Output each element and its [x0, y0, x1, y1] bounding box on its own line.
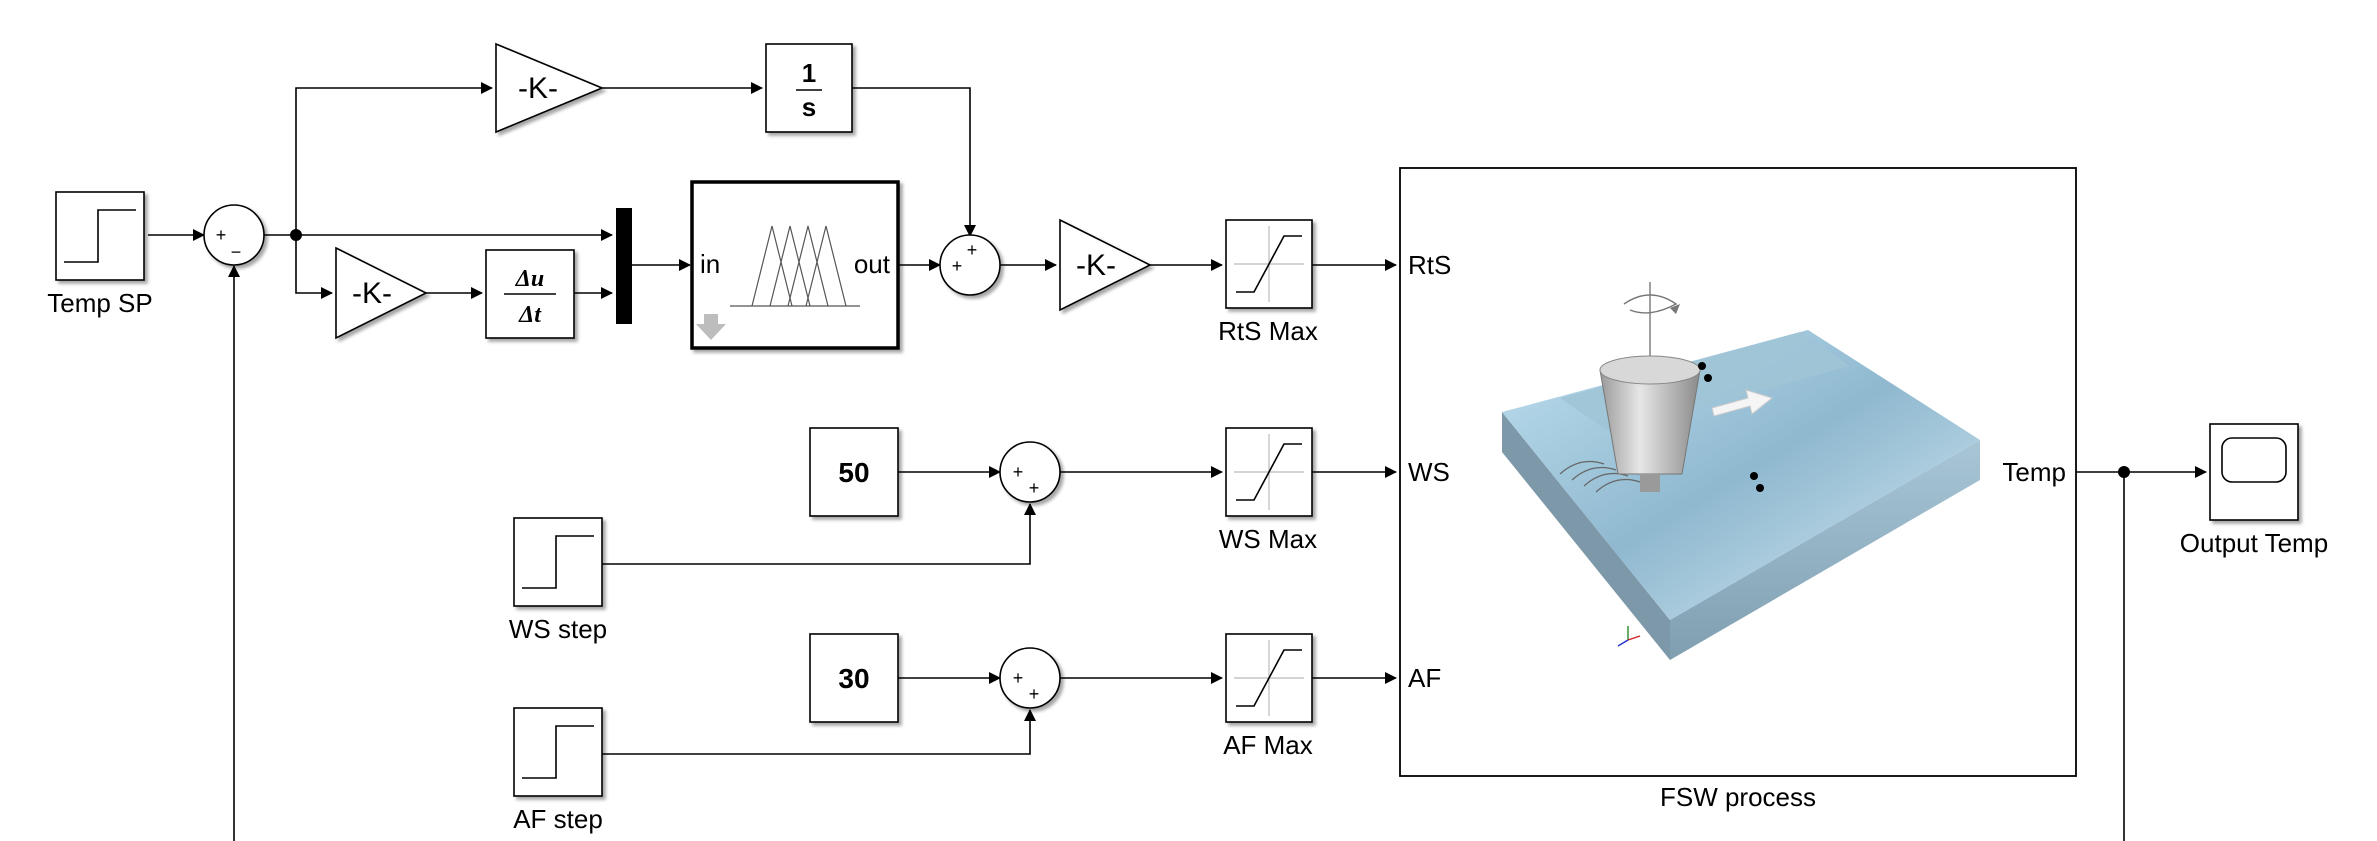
- saturation-block-rts[interactable]: [1225, 219, 1313, 309]
- down-arrow-icon: [696, 314, 726, 340]
- sum-minus-sign: −: [231, 242, 242, 262]
- constant-value: 50: [838, 457, 869, 488]
- sum-block-controller[interactable]: + +: [939, 234, 1001, 296]
- ws-max-label: WS Max: [1219, 524, 1317, 554]
- sum-plus-sign: +: [1013, 668, 1024, 688]
- mux-block[interactable]: [616, 208, 632, 324]
- signal-lines: [148, 82, 2207, 841]
- sum-plus-sign: +: [952, 256, 963, 276]
- temp-sp-block[interactable]: [55, 191, 145, 281]
- integrator-block[interactable]: 1 s: [765, 43, 853, 133]
- sum-block-af[interactable]: + +: [999, 647, 1061, 709]
- gain-block-derivative[interactable]: -K-: [335, 246, 428, 340]
- gain-block-integral[interactable]: -K-: [495, 42, 605, 134]
- fuzzy-logic-controller[interactable]: in out: [690, 180, 900, 350]
- sum-plus-sign: +: [216, 225, 227, 245]
- rts-max-label: RtS Max: [1218, 316, 1318, 346]
- gain-label: -K-: [518, 72, 558, 105]
- sum-plus-sign: +: [967, 240, 978, 260]
- sum-plus-sign: +: [1029, 478, 1040, 498]
- output-temp-label: Output Temp: [2180, 528, 2328, 558]
- sum-plus-sign: +: [1029, 684, 1040, 704]
- saturation-block-af[interactable]: [1225, 633, 1313, 723]
- af-max-label: AF Max: [1223, 730, 1313, 760]
- fuzzy-in-port: in: [700, 249, 720, 279]
- fsw-port-rts: RtS: [1408, 250, 1451, 280]
- fsw-process-subsystem[interactable]: RtS WS AF Temp: [1399, 167, 2077, 777]
- sum-block-error[interactable]: + −: [203, 204, 265, 266]
- fuzzy-out-port: out: [854, 249, 891, 279]
- constant-value: 30: [838, 663, 869, 694]
- scope-block[interactable]: [2209, 423, 2299, 521]
- integrator-numerator: 1: [802, 58, 816, 88]
- fsw-process-label: FSW process: [1660, 782, 1816, 812]
- temp-sp-label: Temp SP: [47, 288, 153, 318]
- branch-point: [2118, 466, 2130, 478]
- gain-label: -K-: [352, 277, 392, 310]
- gain-label: -K-: [1076, 249, 1116, 282]
- af-step-label: AF step: [513, 804, 603, 834]
- constant-block-ws[interactable]: 50: [809, 427, 899, 517]
- saturation-block-ws[interactable]: [1225, 427, 1313, 517]
- derivative-numerator: Δu: [515, 266, 544, 292]
- sum-block-ws[interactable]: + +: [999, 441, 1061, 503]
- constant-block-af[interactable]: 30: [809, 633, 899, 723]
- derivative-denominator: Δt: [518, 302, 542, 328]
- fsw-port-af: AF: [1408, 663, 1441, 693]
- friction-stir-welding-illustration: [1502, 282, 1980, 660]
- ws-step-block[interactable]: [513, 517, 603, 607]
- membership-functions-icon: [730, 225, 860, 307]
- integrator-denominator: s: [802, 92, 816, 122]
- gain-block-output[interactable]: -K-: [1059, 218, 1152, 312]
- fsw-port-ws: WS: [1408, 457, 1450, 487]
- branch-point: [290, 229, 302, 241]
- derivative-block[interactable]: Δu Δt: [485, 249, 575, 339]
- fsw-port-temp: Temp: [2002, 457, 2066, 487]
- af-step-block[interactable]: [513, 707, 603, 797]
- sum-plus-sign: +: [1013, 462, 1024, 482]
- ws-step-label: WS step: [509, 614, 607, 644]
